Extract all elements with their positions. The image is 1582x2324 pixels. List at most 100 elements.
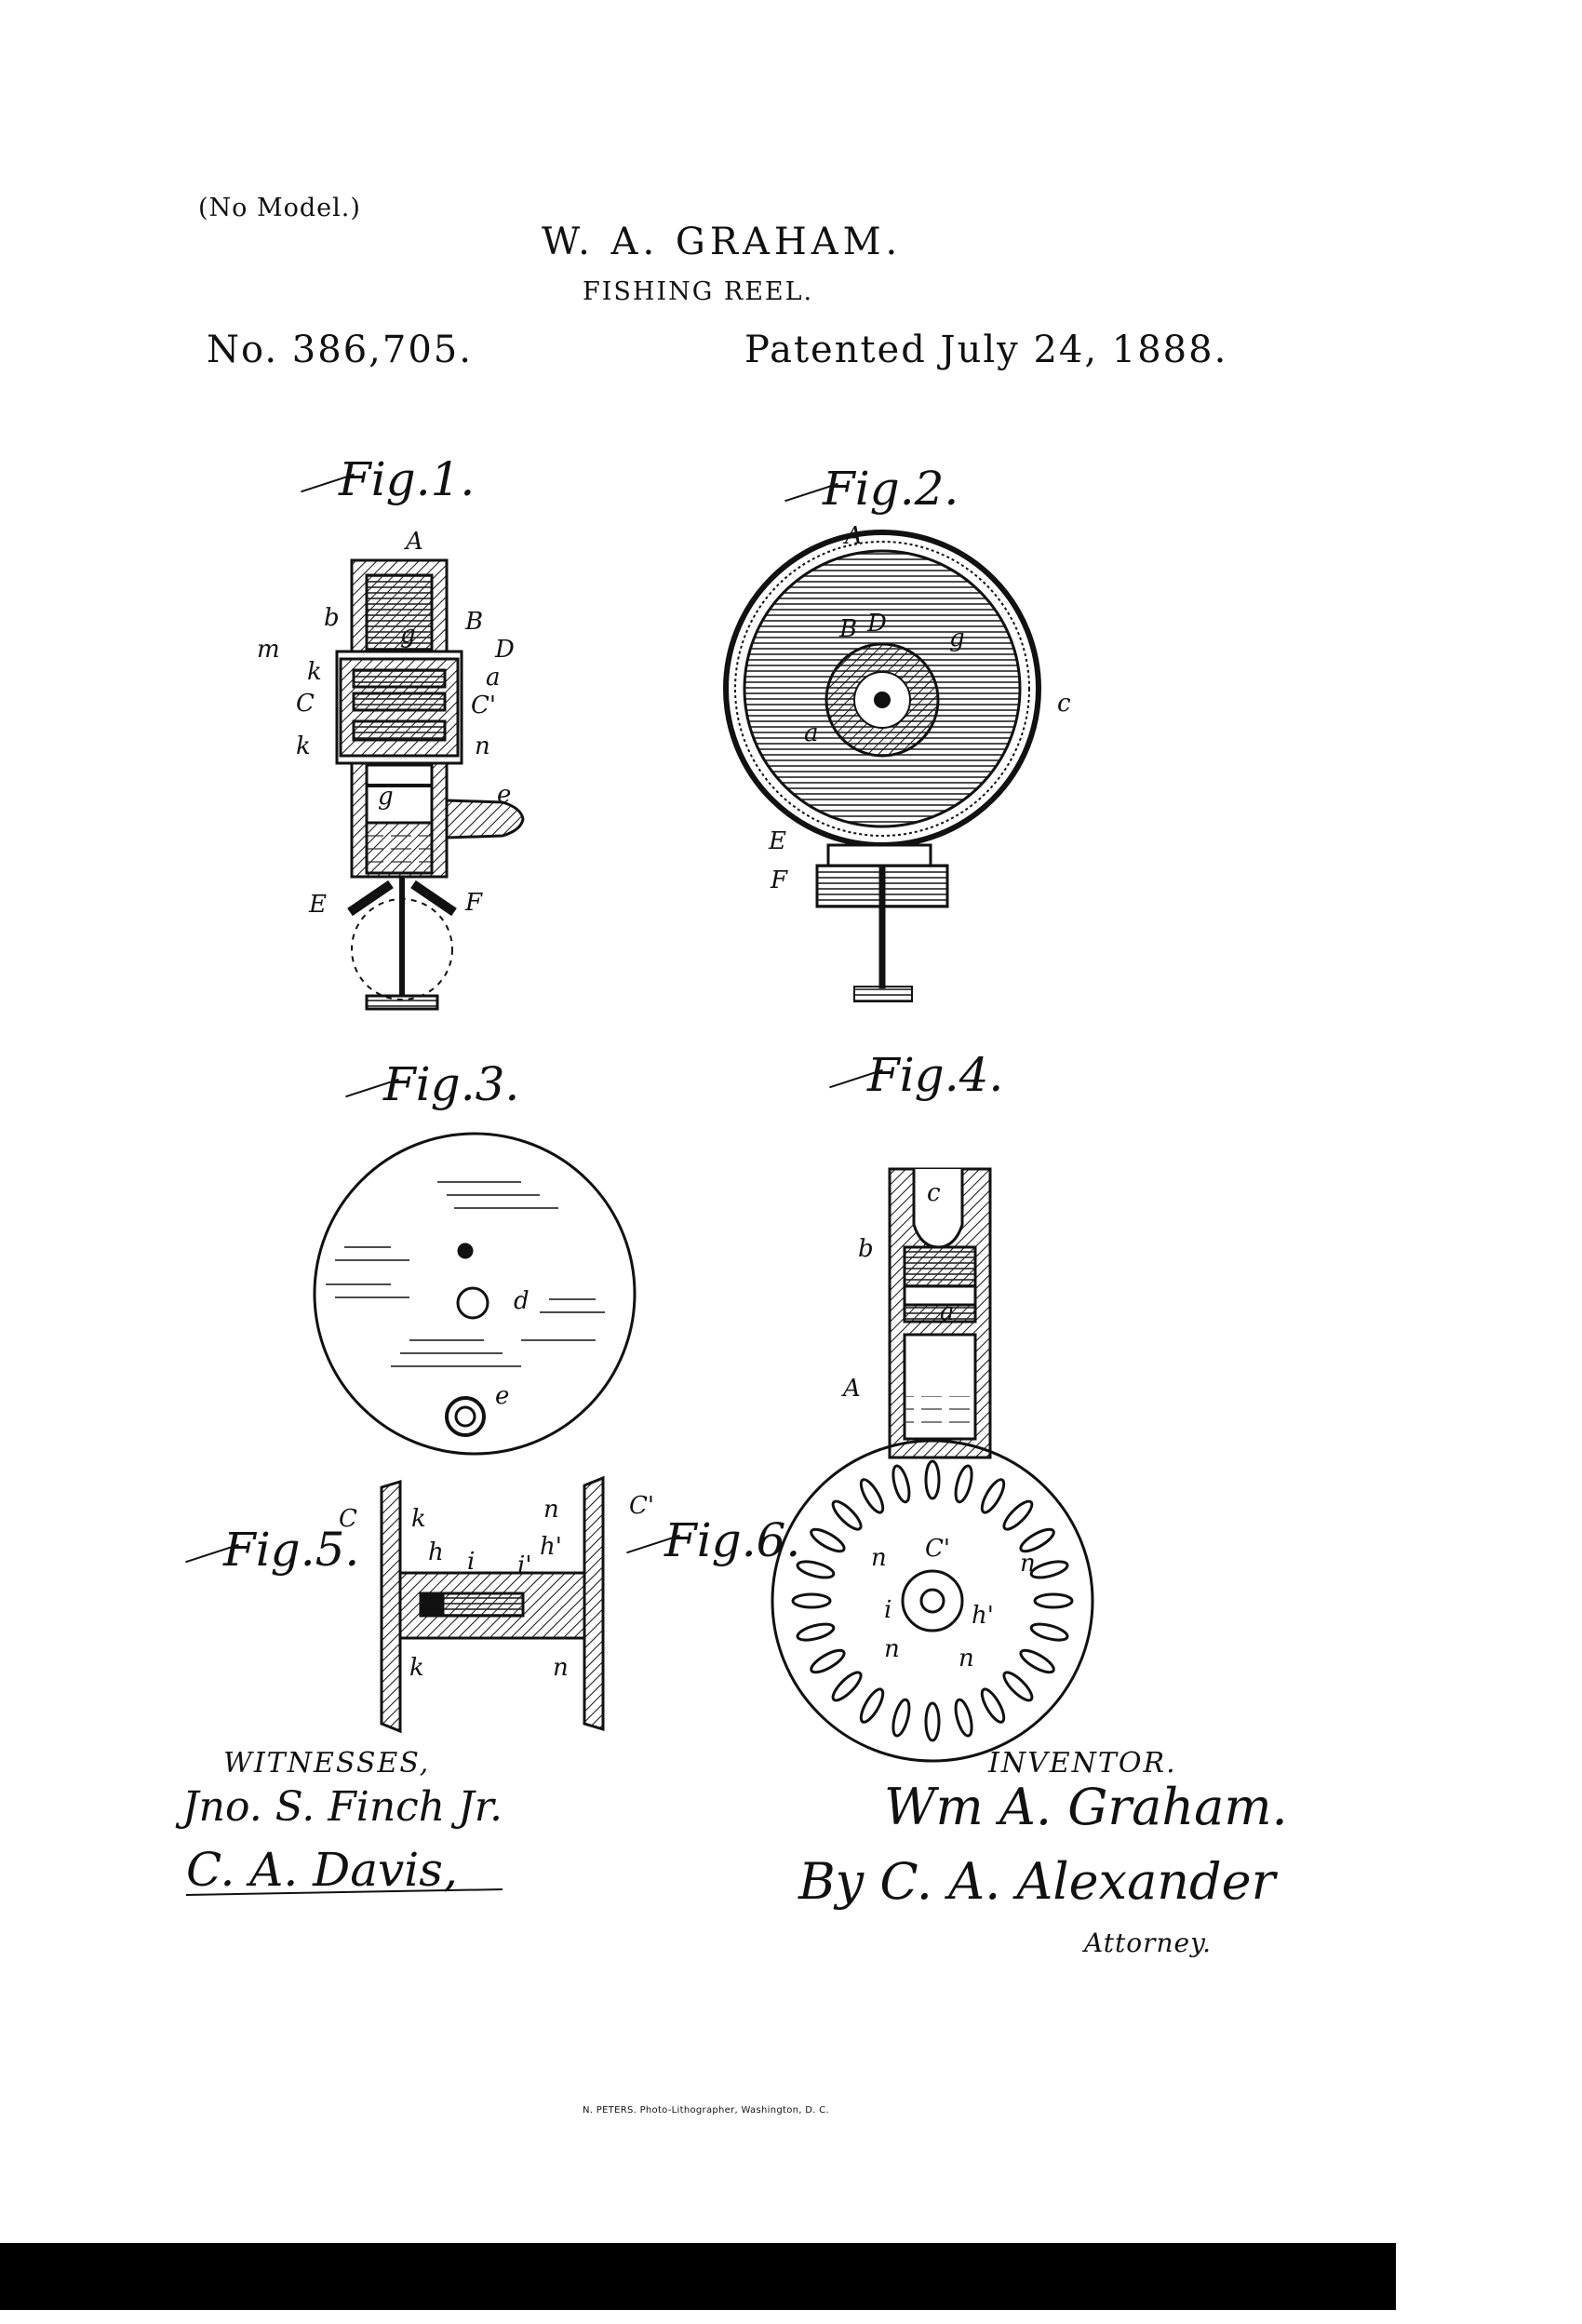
fig-6-slot — [796, 1622, 836, 1642]
fig-6-slot — [791, 1592, 832, 1609]
fig-6-slot — [1029, 1622, 1069, 1642]
fig-4-label: a — [940, 1298, 955, 1326]
fig-1-label: k — [307, 658, 322, 686]
fig-1-label: F — [464, 889, 483, 917]
fig-6-slot — [859, 1687, 885, 1724]
fig-5-label: i — [467, 1548, 475, 1576]
fig-1-label: D — [494, 636, 515, 664]
figure-4-labels: c b a A — [841, 1179, 955, 1403]
lithographer-credit: N. PETERS. Photo-Lithographer, Washingto… — [583, 2105, 829, 2116]
fig-2-label: A — [843, 522, 863, 550]
fig-6-slot — [831, 1499, 863, 1531]
figure-3-labels: d e — [495, 1287, 530, 1410]
fig-6-label: n — [871, 1544, 887, 1572]
figure-5-drawing — [380, 1475, 605, 1734]
fig-5-label: n — [553, 1654, 569, 1682]
fig-1-label: m — [257, 636, 280, 664]
figure-2-drawing — [723, 530, 1041, 1002]
fig-6-slot — [1019, 1648, 1055, 1674]
figure-6-drawing — [771, 1439, 1094, 1763]
fig-1-label: C' — [471, 692, 496, 719]
figure-6-labels: C' n C' n i h' n n — [629, 1492, 1036, 1672]
figure-4-drawing — [888, 1167, 992, 1459]
fig-6-slot — [892, 1464, 911, 1504]
fig-5-caption: Fig.5. — [184, 1526, 359, 1573]
fig-6-slot — [1033, 1592, 1074, 1609]
fig-2-label: c — [1057, 690, 1071, 718]
fig-6-label: C' — [629, 1492, 654, 1520]
fig-6-label: n — [959, 1645, 974, 1672]
scan-edge-bar — [0, 2243, 1396, 2310]
fig-5-label: n — [543, 1496, 559, 1524]
fig-6-label: n — [1020, 1550, 1036, 1578]
fig-1-label: n — [475, 732, 490, 760]
fig-2-label: B — [838, 615, 857, 643]
figure-1-labels: A b B D m g k a C C' k n g e E F — [257, 528, 515, 919]
fig-6-slot — [859, 1478, 885, 1514]
fig-6-slot — [954, 1698, 973, 1738]
invention-title: FISHING REEL. — [583, 277, 814, 306]
figure-5-labels: C k h i i' h' n k n — [339, 1496, 569, 1682]
fig-1-label: B — [464, 608, 483, 636]
fig-3-label: e — [495, 1382, 509, 1410]
fig-6-label: C' — [925, 1535, 950, 1563]
signatures: Jno. S. Finch Jr. C. A. Davis, Wm A. Gra… — [175, 1778, 1288, 1911]
fig-6-slot — [980, 1687, 1006, 1724]
fig-4-label: c — [927, 1179, 941, 1207]
fig-2-label: a — [804, 719, 819, 747]
fig-6-slot — [1002, 1671, 1034, 1702]
fig-3-caption: Fig.3. — [344, 1061, 519, 1108]
fig-6-slot — [810, 1527, 846, 1553]
fig-6-slot — [924, 1459, 941, 1500]
fig-6-slot — [924, 1701, 941, 1742]
fig-1-label: C — [296, 690, 315, 718]
fig-4-label: A — [841, 1375, 861, 1403]
fig-1-label: A — [404, 528, 423, 556]
fig-1-label: a — [486, 664, 501, 692]
fig-5-label: i' — [517, 1552, 531, 1579]
fig-5-label: k — [409, 1654, 424, 1682]
witnesses-label: WITNESSES, — [223, 1747, 431, 1780]
fig-2-label: E — [768, 827, 786, 855]
fig-6-slot — [892, 1698, 911, 1738]
fig-1-label: g — [400, 621, 416, 649]
fig-6-slot — [810, 1648, 846, 1674]
fig-1-label: b — [324, 604, 340, 632]
attorney-label: Attorney. — [1084, 1928, 1213, 1958]
fig-5-label: h — [428, 1538, 444, 1566]
fig-2-label: g — [949, 625, 965, 652]
fig-2-caption: Fig.2. — [784, 465, 959, 512]
fig-3-label: d — [514, 1287, 530, 1315]
patent-date: Patented July 24, 1888. — [744, 329, 1228, 371]
figure-2-labels: A B D g a c E F — [768, 522, 1071, 894]
fig-5-label: C — [339, 1505, 357, 1533]
fig-6-label: n — [884, 1635, 900, 1663]
figure-3-drawing — [313, 1132, 637, 1456]
fig-1-label: E — [308, 891, 327, 919]
fig-5-label: k — [411, 1505, 426, 1533]
fig-6-slot — [831, 1671, 863, 1702]
inventor-name: W. A. GRAHAM. — [542, 221, 903, 263]
witness-1-signature: Jno. S. Finch Jr. — [175, 1783, 503, 1831]
fig-1-label: k — [296, 732, 311, 760]
fig-4-label: b — [858, 1235, 874, 1263]
fig-4-caption: Fig.4. — [828, 1052, 1003, 1098]
no-model-label: (No Model.) — [198, 194, 361, 222]
fig-5-label: h' — [540, 1533, 562, 1561]
fig-2-label: F — [770, 866, 788, 894]
fig-6-slot — [1029, 1560, 1069, 1579]
witness-2-signature: C. A. Davis, — [186, 1843, 458, 1897]
inventor-signature: Wm A. Graham. — [884, 1778, 1288, 1836]
fig-6-slot — [796, 1560, 836, 1579]
fig-1-label: g — [378, 783, 394, 811]
fig-6-slot — [1019, 1527, 1055, 1553]
inventor-label: INVENTOR. — [988, 1747, 1177, 1780]
figure-1-drawing — [335, 558, 525, 1011]
attorney-signature: By C. A. Alexander — [798, 1852, 1279, 1911]
fig-2-label: D — [866, 610, 887, 638]
fig-6-slot — [1002, 1499, 1034, 1531]
fig-1-caption: Fig.1. — [300, 456, 475, 503]
fig-6-slot — [980, 1478, 1006, 1514]
fig-6-label: h' — [972, 1602, 994, 1630]
